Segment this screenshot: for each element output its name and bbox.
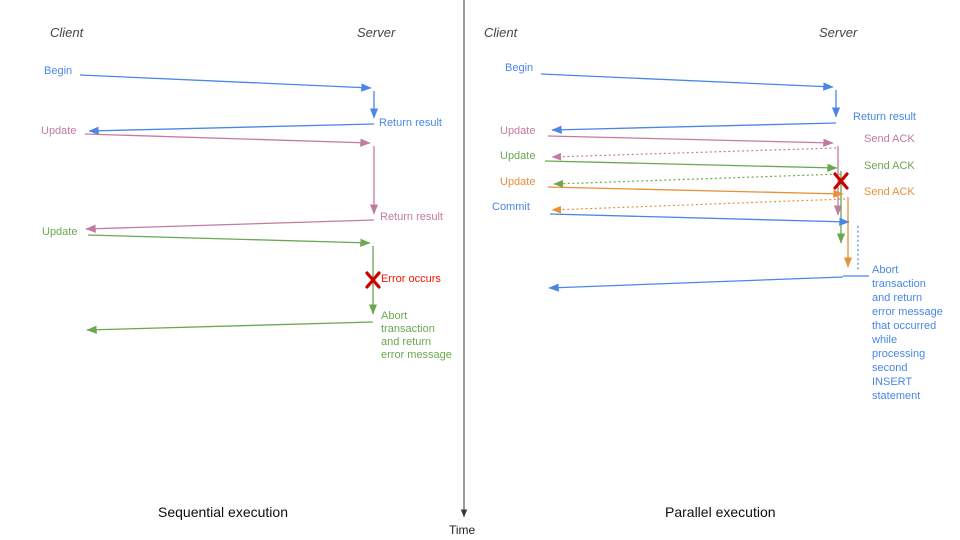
left-client-header: Client — [50, 25, 84, 40]
right-begin-label: Begin — [505, 62, 534, 74]
left-server-header: Server — [357, 25, 396, 40]
right-update2-label: Update — [500, 150, 536, 162]
right-server-header: Server — [819, 25, 858, 40]
right-update1-label: Update — [500, 125, 536, 137]
right-begin-flow — [540, 73, 841, 134]
right-update2-ack-label: Send ACK — [864, 160, 915, 172]
left-update1-flow — [84, 133, 379, 233]
left-begin-flow — [79, 74, 379, 135]
right-caption: Parallel execution — [665, 504, 776, 520]
right-begin-response-label: Return result — [853, 111, 916, 123]
time-axis-label: Time — [449, 523, 476, 537]
left-error-x-icon — [365, 271, 381, 289]
right-commit-flow — [548, 213, 869, 292]
left-begin-response-label: Return result — [379, 117, 442, 129]
left-update1-label: Update — [41, 125, 77, 137]
right-commit-label: Commit — [492, 201, 530, 213]
right-client-header: Client — [484, 25, 518, 40]
right-update1-flow — [547, 135, 843, 216]
left-caption: Sequential execution — [158, 504, 288, 520]
left-error-label: Error occurs — [381, 273, 441, 285]
left-update2-label: Update — [42, 226, 78, 238]
right-update3-label: Update — [500, 176, 536, 188]
right-update2-flow — [544, 160, 846, 244]
left-begin-label: Begin — [44, 65, 73, 77]
right-update3-flow — [547, 186, 853, 268]
left-update2-flow — [86, 234, 378, 334]
left-update1-response-label: Return result — [380, 211, 443, 223]
right-abort-label: Abort transaction and return error messa… — [872, 264, 943, 402]
right-update1-ack-label: Send ACK — [864, 133, 915, 145]
left-abort-label: Abort transaction and return error messa… — [381, 310, 452, 361]
right-update3-ack-label: Send ACK — [864, 186, 915, 198]
right-error-x-icon — [833, 172, 849, 190]
